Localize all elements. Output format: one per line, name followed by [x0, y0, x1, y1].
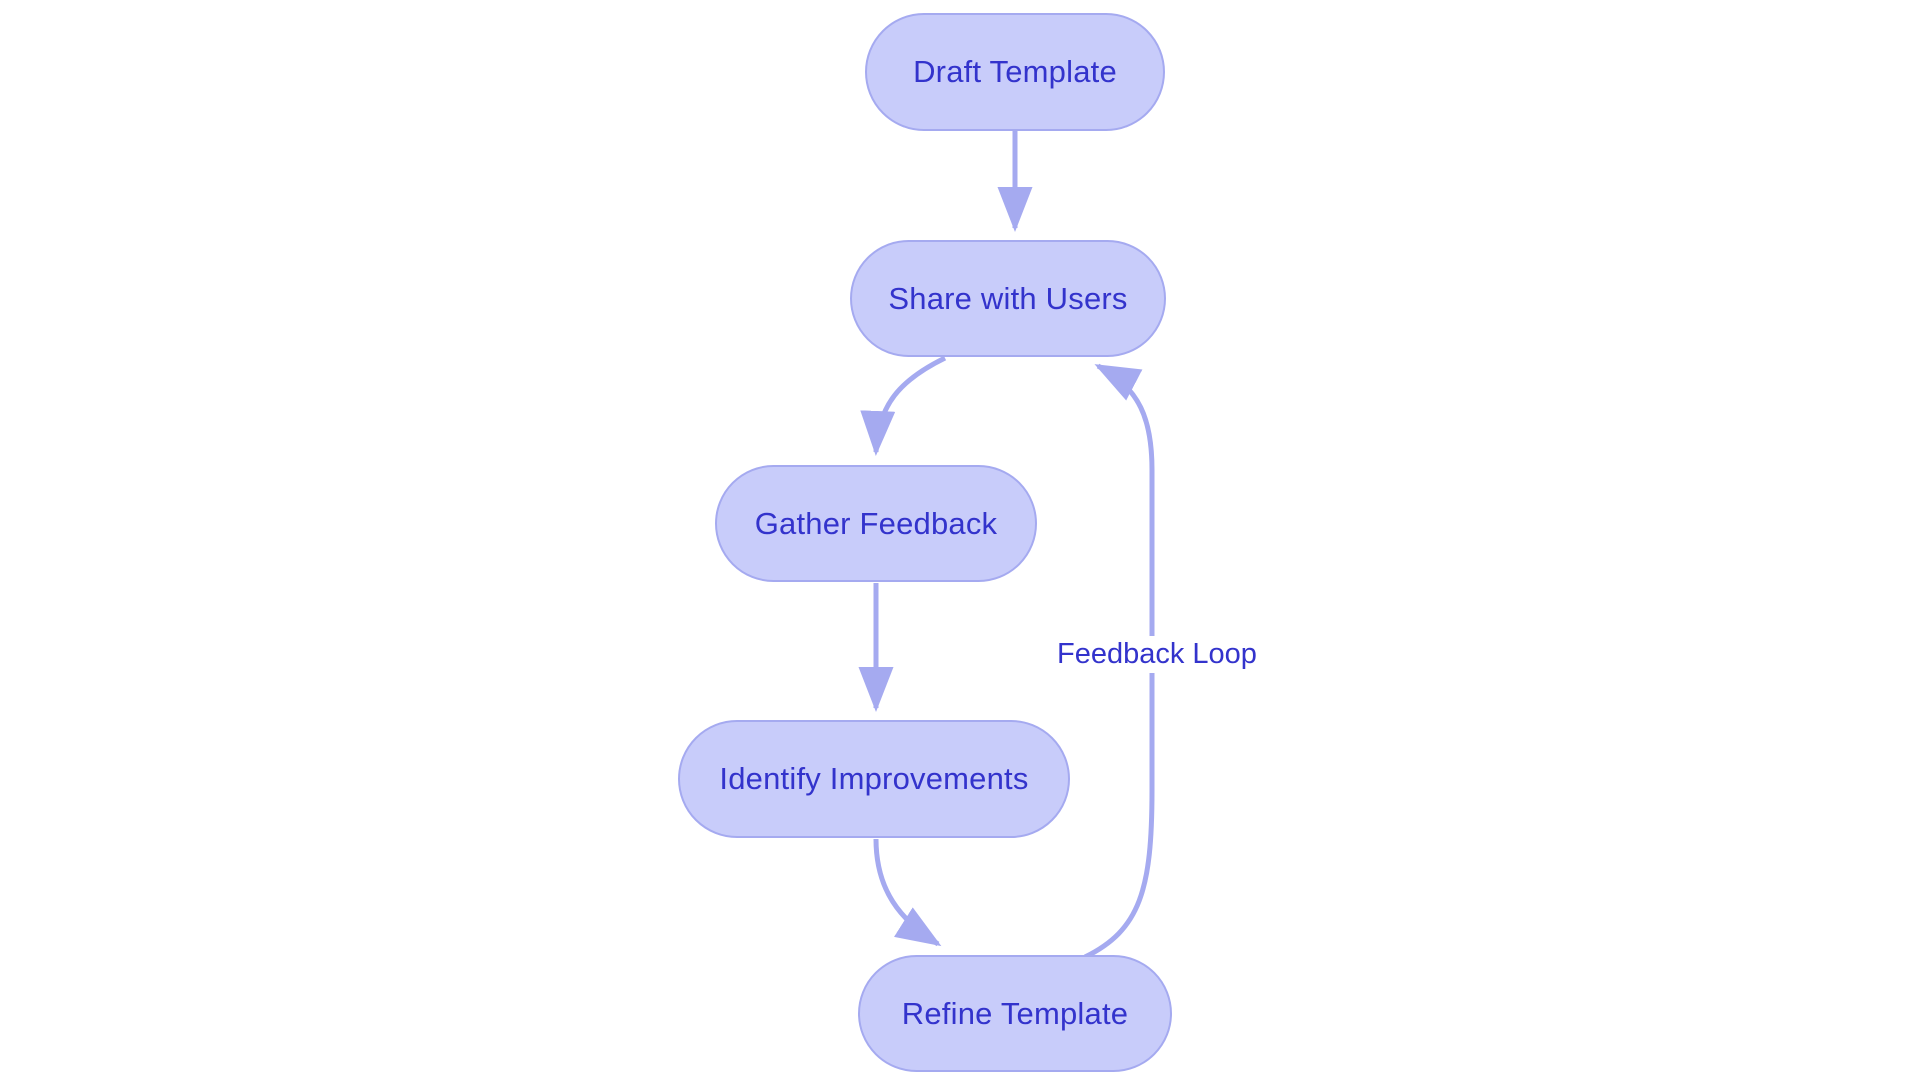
- node-refine-template-label: Refine Template: [901, 995, 1129, 1031]
- edge-refine-template-to-share-with-users-feedback-loop: [1083, 363, 1155, 960]
- node-gather-feedback-label: Gather Feedback: [754, 505, 998, 541]
- edge-share-with-users-to-gather-feedback: [860, 355, 947, 456]
- node-refine-template[interactable]: Refine Template: [858, 955, 1172, 1072]
- node-identify-improvements[interactable]: Identify Improvements: [678, 720, 1070, 838]
- edge-identify-improvements-to-refine-template: [873, 838, 942, 947]
- node-gather-feedback[interactable]: Gather Feedback: [715, 465, 1037, 582]
- node-share-with-users[interactable]: Share with Users: [850, 240, 1166, 357]
- node-draft-template[interactable]: Draft Template: [865, 13, 1165, 131]
- edge-label-feedback-loop: Feedback Loop: [1050, 636, 1264, 673]
- node-share-with-users-label: Share with Users: [888, 280, 1128, 316]
- node-identify-improvements-label: Identify Improvements: [719, 761, 1029, 796]
- node-draft-template-label: Draft Template: [913, 54, 1117, 89]
